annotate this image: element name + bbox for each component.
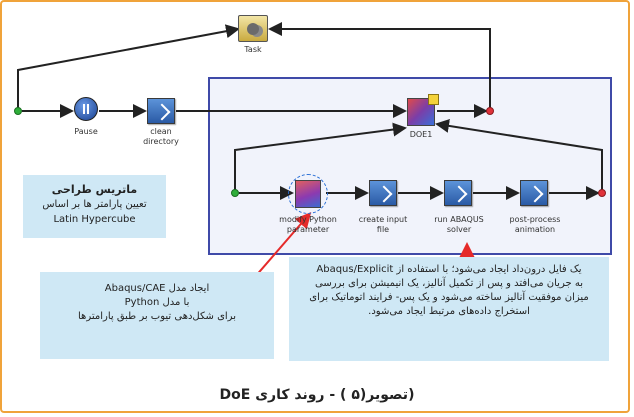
python-note-line1: ایجاد مدل Abaqus/CAE (104, 283, 210, 294)
inner-return-line (435, 118, 603, 193)
python-model-note: ایجاد مدل Abaqus/CAE با مدل Python برای … (40, 272, 274, 359)
inner-end-node[interactable] (598, 189, 606, 197)
outer-start-node[interactable] (14, 107, 22, 115)
task-return-line (268, 22, 491, 111)
pause-label: Pause (74, 127, 98, 136)
clean-directory-label: clean directory (143, 127, 179, 146)
python-label: modify Python parameter (279, 215, 337, 234)
inner-start-node[interactable] (231, 189, 239, 197)
design-matrix-line2: Latin Hypercube (53, 214, 136, 225)
explicit-note-line2: به جریان می‌افتد و پس از تکمیل آنالیز، ی… (315, 278, 583, 289)
python-selection-ring (288, 174, 328, 214)
create-input-script-icon[interactable] (369, 180, 397, 206)
explicit-note-line1: یک فایل درون‌داد ایجاد می‌شود؛ با استفاد… (316, 264, 582, 275)
outer-loop-line (17, 24, 240, 111)
run-abaqus-label: run ABAQUS solver (434, 215, 484, 234)
python-note-line2: با مدل Python (124, 297, 190, 308)
clean-directory-script-icon[interactable] (147, 98, 175, 124)
explicit-note-line3: میزان موفقیت آنالیز ساخته می‌شود و یک پس… (309, 292, 589, 303)
outer-end-node[interactable] (486, 107, 494, 115)
design-matrix-note: ماتریس طراحی تعیین پارامتر ها بر اساس La… (23, 175, 166, 238)
doe-icon[interactable] (407, 94, 439, 126)
run-abaqus-script-icon[interactable] (444, 180, 472, 206)
post-process-label: post-process animation (509, 215, 561, 234)
explicit-note-line4: استخراج داده‌های مرتبط ایجاد می‌شود. (368, 306, 530, 317)
figure-caption: (تصویر(۵ ) - روند کاری DoE (219, 387, 415, 403)
task-icon[interactable] (238, 15, 268, 42)
design-matrix-title: ماتریس طراحی (51, 183, 138, 196)
inner-loop-line (234, 122, 407, 193)
pause-icon[interactable] (74, 97, 98, 121)
python-note-line3: برای شکل‌دهی تیوب بر طبق پارامترها (78, 311, 236, 322)
create-input-label: create input file (358, 215, 408, 234)
design-matrix-line1: تعیین پارامتر ها بر اساس (42, 199, 147, 210)
doe-label: DOE1 (409, 130, 433, 139)
post-process-script-icon[interactable] (520, 180, 548, 206)
python-icon[interactable] (295, 180, 321, 208)
task-label: Task (244, 45, 262, 54)
explicit-analysis-note: یک فایل درون‌داد ایجاد می‌شود؛ با استفاد… (289, 257, 609, 361)
